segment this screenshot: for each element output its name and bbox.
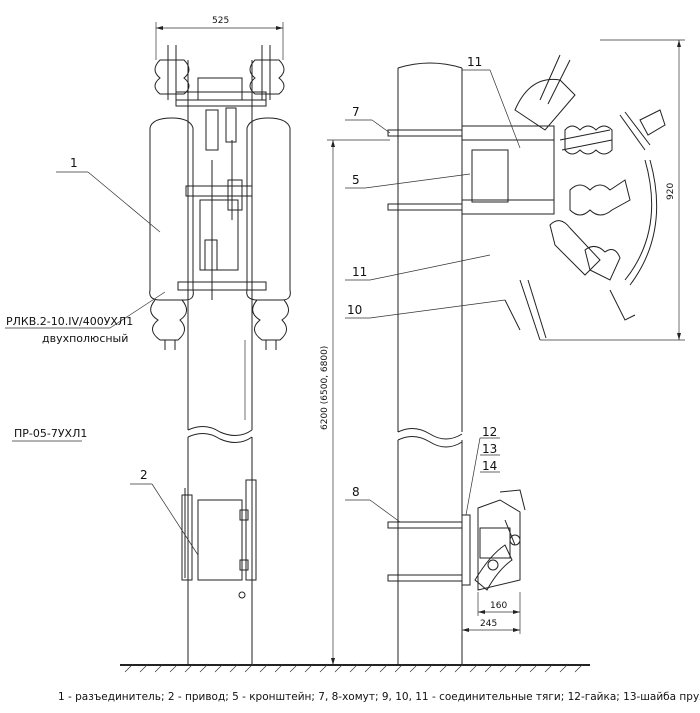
bracket-assembly xyxy=(387,125,555,215)
callout-7: 7 xyxy=(345,105,391,134)
drive-model: ПР-05-7УХЛ1 xyxy=(14,427,87,440)
label-14: 14 xyxy=(482,459,497,473)
drive-side-view xyxy=(387,489,526,591)
disconnector-model: РЛКВ.2-10.IV/400УХЛ1 xyxy=(6,315,133,328)
callout-8: 8 xyxy=(345,485,401,523)
label-1: 1 xyxy=(70,156,78,170)
dimension-160: 160 xyxy=(477,592,521,616)
dimension-6200: 6200 (6500, 6800) xyxy=(320,139,390,665)
dimension-245: 245 xyxy=(461,590,521,634)
dim-525-text: 525 xyxy=(212,16,229,26)
drive-left-view: 2 xyxy=(130,468,257,599)
dim-245-text: 245 xyxy=(480,619,497,629)
label-5: 5 xyxy=(352,173,360,187)
label-10: 10 xyxy=(347,303,362,317)
label-13: 13 xyxy=(482,442,497,456)
callout-5: 5 xyxy=(345,173,471,189)
label-2: 2 xyxy=(140,468,148,482)
dim-160-text: 160 xyxy=(490,601,507,611)
callout-1: 1 xyxy=(56,156,161,233)
ground xyxy=(120,663,590,673)
label-12: 12 xyxy=(482,425,497,439)
callout-11-mid: 11 xyxy=(345,254,491,281)
disconnector-callout: РЛКВ.2-10.IV/400УХЛ1 двухполюсный xyxy=(5,291,166,345)
dimension-920: 920 xyxy=(540,39,685,341)
label-7: 7 xyxy=(352,105,360,119)
disconnector-left-view xyxy=(149,45,291,350)
dimension-525: 525 xyxy=(155,16,284,60)
dim-6200-text: 6200 (6500, 6800) xyxy=(320,346,330,430)
disconnector-type: двухполюсный xyxy=(42,332,128,345)
label-11-mid: 11 xyxy=(352,265,367,279)
disconnector-side-view xyxy=(504,54,666,341)
dim-920-text: 920 xyxy=(666,183,676,200)
callout-10: 10 xyxy=(345,299,506,319)
callout-11-top: 11 xyxy=(462,55,521,149)
label-8: 8 xyxy=(352,485,360,499)
legend-caption: 1 - разъединитель; 2 - привод; 5 - кронш… xyxy=(58,691,700,703)
label-11-top: 11 xyxy=(467,55,482,69)
callout-12-14: 12 13 14 xyxy=(465,425,500,516)
drive-callout: ПР-05-7УХЛ1 xyxy=(12,427,87,442)
